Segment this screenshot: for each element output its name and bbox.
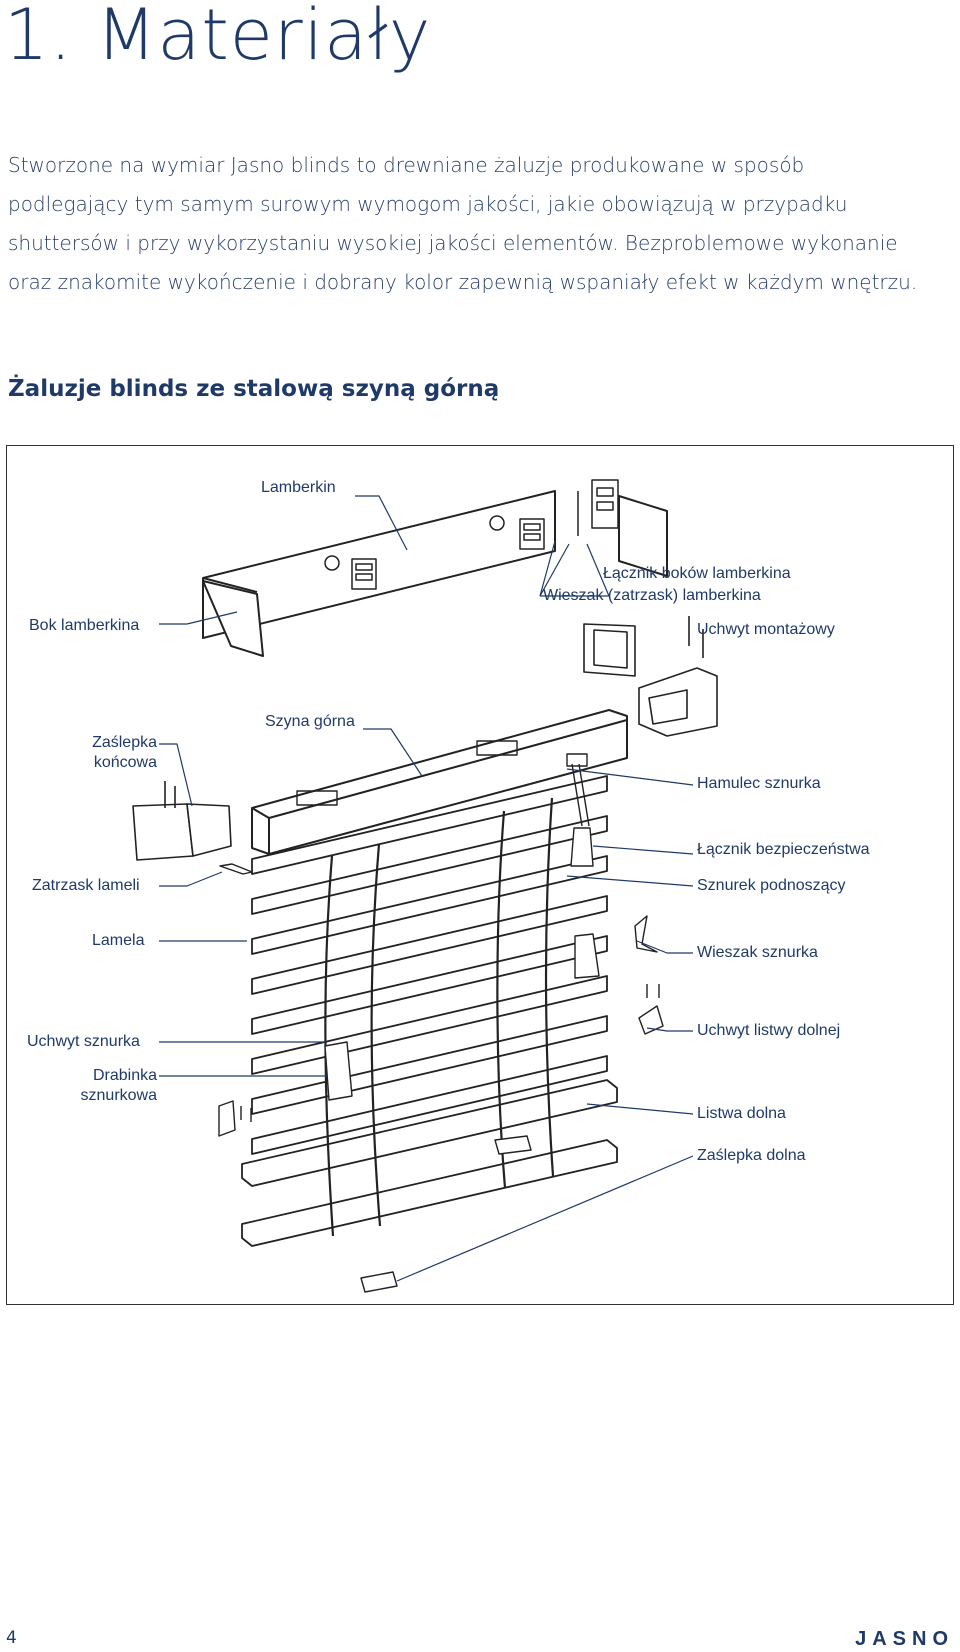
page-number: 4: [6, 1628, 17, 1648]
small-parts: [218, 863, 664, 1293]
valance-clip: [324, 479, 619, 590]
label-lamberkin: Lamberkin: [261, 479, 336, 496]
end-cap: [132, 781, 232, 861]
label-wieszak-lamberkina: Wieszak (zatrzask) lamberkina: [543, 587, 761, 604]
page-title: 1. Materiały: [4, 0, 432, 76]
label-wieszak-sznurka: Wieszak sznurka: [697, 944, 818, 961]
mounting-bracket: [583, 616, 718, 737]
lift-cord: [324, 763, 600, 1101]
blinds-diagram: Lamberkin Łącznik boków lamberkina Wiesz…: [6, 445, 954, 1305]
intro-paragraph: Stworzone na wymiar Jasno blinds to drew…: [8, 146, 958, 302]
intro-line: oraz znakomite wykończenie i dobrany kol…: [8, 270, 918, 294]
label-drabinka-line2: sznurkowa: [80, 1087, 157, 1104]
head-rail: [251, 709, 628, 855]
label-szyna-gorna: Szyna górna: [265, 713, 355, 730]
slats: [241, 775, 618, 1247]
label-lacznik-bokow: Łącznik boków lamberkina: [603, 565, 791, 582]
label-uchwyt-listwy-dolnej: Uchwyt listwy dolnej: [697, 1022, 841, 1039]
label-zaslepka-dolna: Zaślepka dolna: [697, 1147, 806, 1164]
intro-line: Stworzone na wymiar Jasno blinds to drew…: [8, 153, 805, 177]
label-zaslepka-koncowa-line1: Zaślepka: [92, 734, 157, 751]
label-listwa-dolna: Listwa dolna: [697, 1105, 786, 1122]
valance-side-left: [202, 580, 264, 657]
valance-board: [202, 490, 556, 639]
label-sznurek-podnoszacy: Sznurek podnoszący: [697, 877, 846, 894]
brand-logo: JASNO: [855, 1628, 954, 1650]
label-bok-lamberkina: Bok lamberkina: [29, 617, 140, 634]
label-uchwyt-montazowy: Uchwyt montażowy: [697, 621, 835, 638]
label-drabinka-sznurkowa: Drabinka sznurkowa: [47, 1066, 157, 1106]
label-zaslepka-koncowa: Zaślepka końcowa: [67, 733, 157, 773]
blinds-exploded-drawing: [132, 479, 718, 1293]
label-drabinka-line1: Drabinka: [92, 1067, 157, 1084]
label-uchwyt-sznurka: Uchwyt sznurka: [27, 1033, 140, 1050]
label-hamulec-sznurka: Hamulec sznurka: [697, 775, 821, 792]
valance-side-right: [618, 495, 668, 577]
label-zatrzask-lameli: Zatrzask lameli: [32, 877, 140, 894]
label-lamela: Lamela: [92, 932, 145, 949]
label-lacznik-bezpieczenstwa: Łącznik bezpieczeństwa: [697, 841, 870, 858]
intro-line: podlegający tym samym surowym wymogom ja…: [8, 192, 848, 216]
ladder-cords: [324, 797, 555, 1237]
intro-line: shuttersów i przy wykorzystaniu wysokiej…: [8, 231, 898, 255]
section-heading: Żaluzje blinds ze stalową szyną górną: [8, 376, 500, 402]
label-zaslepka-koncowa-line2: końcowa: [93, 754, 157, 771]
leader-lines: [159, 495, 694, 1282]
